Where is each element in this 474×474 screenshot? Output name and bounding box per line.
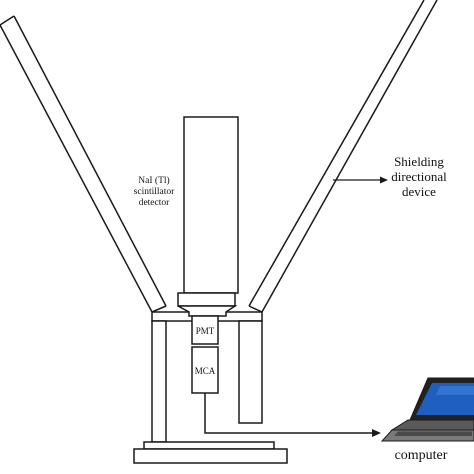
laptop-keys (394, 431, 472, 436)
shield-label-line1: Shielding (394, 154, 444, 169)
shield-label-line2: directional (391, 169, 447, 184)
shield-right-bottom-cap (248, 305, 263, 313)
mca-to-computer-cable (204, 393, 372, 434)
shield-right-outer-edge (261, 0, 438, 313)
cable-arrowhead (372, 429, 381, 437)
laptop-icon (380, 377, 474, 442)
shield-annotation-arrowhead (380, 176, 388, 184)
detector-label-line3: detector (139, 198, 170, 208)
shield-label-line3: device (402, 184, 436, 199)
detector-label-line1: NaI (Tl) (138, 175, 169, 186)
pmt-housing-flare (177, 305, 238, 317)
detector-stand (133, 311, 288, 464)
stand-base-bottom (133, 448, 288, 464)
scintillator-crystal (183, 116, 239, 294)
detector-assembly (177, 116, 239, 394)
pmt-label: PMT (196, 326, 215, 336)
computer-label: computer (395, 448, 448, 463)
detector-label-line2: scintillator (134, 187, 175, 197)
detector-collar (177, 292, 236, 307)
shielding-directional-device (0, 0, 438, 313)
shield-left-outer-edge (0, 24, 153, 313)
stand-left-post (151, 320, 167, 443)
laptop-screen-glare (436, 386, 474, 395)
stand-base-top (143, 441, 275, 450)
shield-right-inner-edge (248, 0, 425, 307)
laptop-hinge (390, 419, 474, 431)
stand-right-post (238, 320, 263, 424)
shield-left-bottom-cap (151, 305, 167, 313)
shield-left-top-edge (0, 15, 15, 26)
mca-label: MCA (195, 366, 216, 376)
pmt-body (191, 315, 219, 345)
shield-left-inner-edge (13, 15, 167, 307)
